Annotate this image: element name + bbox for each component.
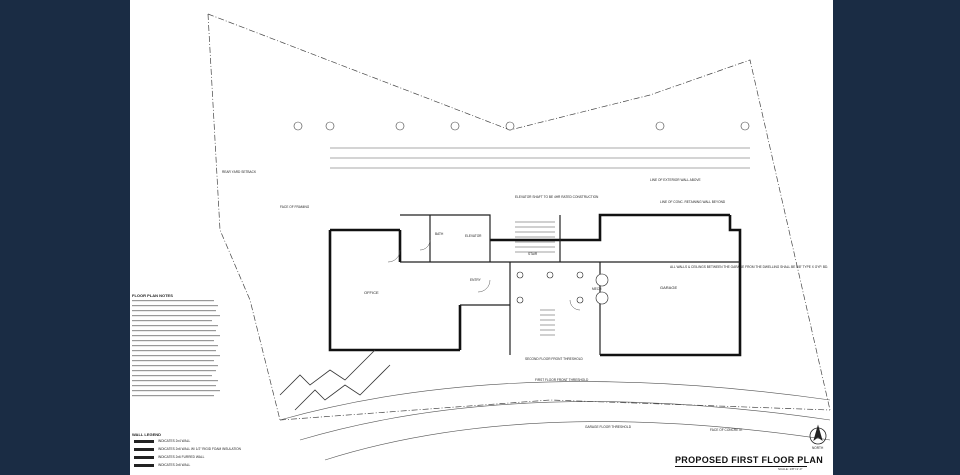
callout-face-of-concrete: FACE OF CONCRETE: [710, 428, 743, 432]
callout-elevator-note: ELEVATOR SHAFT TO BE 4HR RATED CONSTRUCT…: [515, 195, 599, 199]
retaining-wall: [279, 349, 391, 411]
scale-note: SCALE: 1/8"=1'-0": [778, 467, 803, 471]
notes-heading: FLOOR PLAN NOTES: [132, 293, 173, 298]
room-label-garage: GARAGE: [660, 285, 678, 290]
legend-item-1: INDICATES 2x4 WALL: [158, 439, 191, 443]
callout-garage-note: ALL WALLS & CEILINGS BETWEEN THE GARAGE …: [670, 265, 829, 269]
north-arrow: [809, 424, 827, 445]
legend-item-4: INDICATES 2x6 WALL: [158, 463, 191, 467]
room-label-entry: ENTRY: [470, 278, 481, 282]
callout-first-floor: FIRST FLOOR FRONT THRESHOLD: [535, 378, 589, 382]
callout-face-of-framing: FACE OF FRAMING: [280, 205, 310, 209]
title-underline: [675, 466, 807, 467]
grid-bubbles: [293, 121, 750, 131]
stair-treads: [515, 221, 555, 336]
legend-heading: WALL LEGEND: [132, 432, 162, 437]
north-label: NORTH: [812, 446, 824, 450]
room-label-stair: STAIR: [528, 252, 538, 256]
callout-exterior-wall: LINE OF EXTERIOR WALL ABOVE: [650, 178, 701, 182]
room-label-office: OFFICE: [364, 290, 379, 295]
wall-legend-swatches: [134, 440, 154, 467]
building-walls: [328, 213, 742, 357]
legend-item-3: INDICATES 2x6 FURRED WALL: [158, 455, 205, 459]
door-swings: [387, 239, 581, 311]
callout-garage-floor: GARAGE FLOOR THRESHOLD: [585, 425, 631, 429]
room-label-bath: BATH: [435, 232, 444, 236]
room-label-elevator: ELEVATOR: [465, 234, 482, 238]
interior-walls: [400, 214, 740, 355]
notes-block: [132, 300, 220, 397]
callout-retaining-wall: LINE OF CONC. RETAINING WALL BEYOND: [660, 200, 726, 204]
room-label-mech: MECH: [592, 287, 602, 291]
callout-rear-yard: REAR YARD SETBACK: [222, 170, 257, 174]
drawing-title: PROPOSED FIRST FLOOR PLAN: [675, 455, 824, 465]
columns: [516, 271, 609, 305]
callout-second-floor: SECOND FLOOR FRONT THRESHOLD: [525, 357, 583, 361]
legend-item-2: INDICATES 2x6 WALL W/ 1/2" RIGID FOAM IN…: [158, 447, 241, 451]
top-dimension-lines: [330, 147, 750, 169]
floor-plan-drawing: [132, 13, 831, 467]
drawing-sheet: OFFICE BATH ELEVATOR STAIR ENTRY GARAGE …: [130, 0, 833, 475]
property-boundary: [207, 13, 831, 421]
driveway-arcs: [279, 381, 831, 461]
